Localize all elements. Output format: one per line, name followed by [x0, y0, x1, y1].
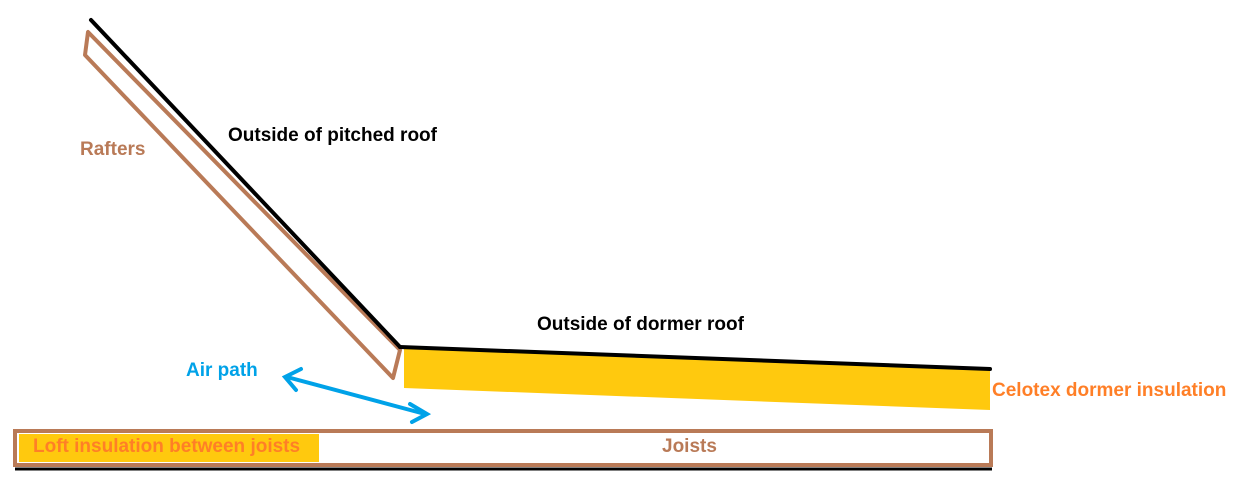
- loft-insulation-label: Loft insulation between joists: [33, 436, 300, 457]
- air-path-arrow: [281, 367, 432, 424]
- loft-insulation-fill: [19, 434, 319, 462]
- dormer-roof-line: [398, 345, 992, 371]
- celotex-label: Celotex dormer insulation: [992, 380, 1226, 401]
- joists-label: Joists: [662, 436, 717, 457]
- dormer-roof-label: Outside of dormer roof: [537, 314, 745, 335]
- pitched-roof-label: Outside of pitched roof: [228, 125, 438, 146]
- air-path-label: Air path: [186, 360, 258, 381]
- celotex-insulation-shape: [404, 348, 990, 410]
- pitched-roof-line: [89, 18, 402, 349]
- rafter-shape: [83, 30, 402, 380]
- rafters-label: Rafters: [80, 139, 145, 160]
